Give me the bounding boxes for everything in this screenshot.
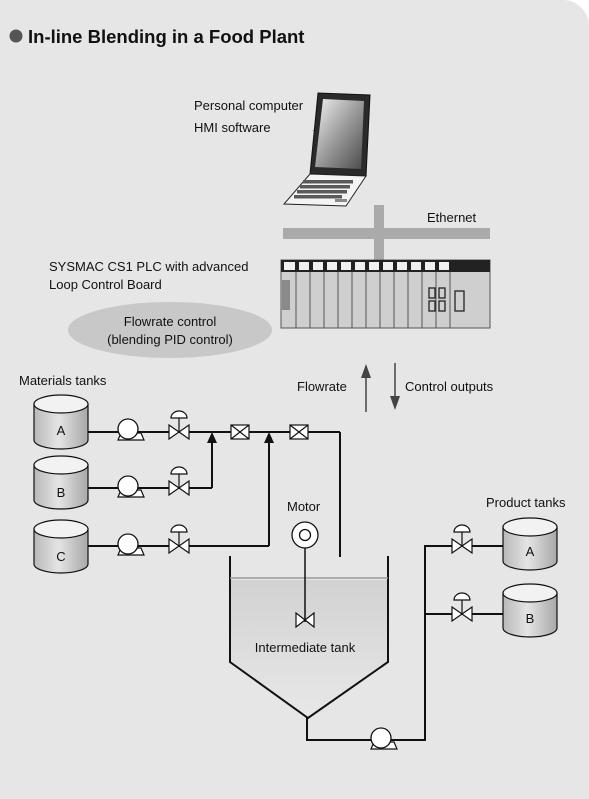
material-tank-a: A [33, 394, 89, 450]
material-tank-a-label: A [57, 423, 66, 438]
motor-label: Motor [287, 499, 321, 514]
flowrate-arrow-up-icon [361, 364, 371, 378]
flowmeter-1-icon [230, 424, 250, 440]
materials-tanks-heading: Materials tanks [19, 373, 107, 388]
product-tank-b: B [502, 583, 558, 638]
product-tank-a: A [502, 517, 558, 571]
material-tank-b: B [33, 455, 89, 510]
plc-label: SYSMAC CS1 PLC with advanced [49, 259, 248, 274]
laptop-icon [282, 92, 371, 207]
control-output-arrow-down-icon [390, 396, 400, 410]
material-tank-b-label: B [57, 485, 66, 500]
control-bubble [68, 302, 272, 358]
material-tank-c: C [33, 519, 89, 574]
pid-control-label: (blending PID control) [107, 332, 233, 347]
ethernet-label: Ethernet [427, 210, 477, 225]
junction-arrow-b-icon [207, 432, 217, 443]
flowmeter-2-icon [289, 424, 309, 440]
motor-icon [291, 521, 319, 549]
material-tank-c-label: C [56, 549, 65, 564]
page-title: In-line Blending in a Food Plant [28, 26, 304, 47]
intermediate-tank [229, 556, 389, 720]
agitator-impeller-icon [295, 611, 315, 629]
product-tank-b-label: B [526, 611, 535, 626]
flowrate-signal-label: Flowrate [297, 379, 347, 394]
ethernet-bus [283, 228, 490, 239]
product-tanks-heading: Product tanks [486, 495, 566, 510]
loop-control-board-label: Loop Control Board [49, 277, 162, 292]
intermediate-tank-label: Intermediate tank [255, 640, 356, 655]
plc-rack-icon [280, 259, 491, 329]
title-bullet-icon [9, 29, 23, 43]
product-tank-a-label: A [526, 544, 535, 559]
hmi-software-label: HMI software [194, 120, 271, 135]
control-outputs-label: Control outputs [405, 379, 494, 394]
computer-label: Personal computer [194, 98, 304, 113]
junction-arrow-c-icon [264, 432, 274, 443]
flowrate-control-label: Flowrate control [124, 314, 217, 329]
